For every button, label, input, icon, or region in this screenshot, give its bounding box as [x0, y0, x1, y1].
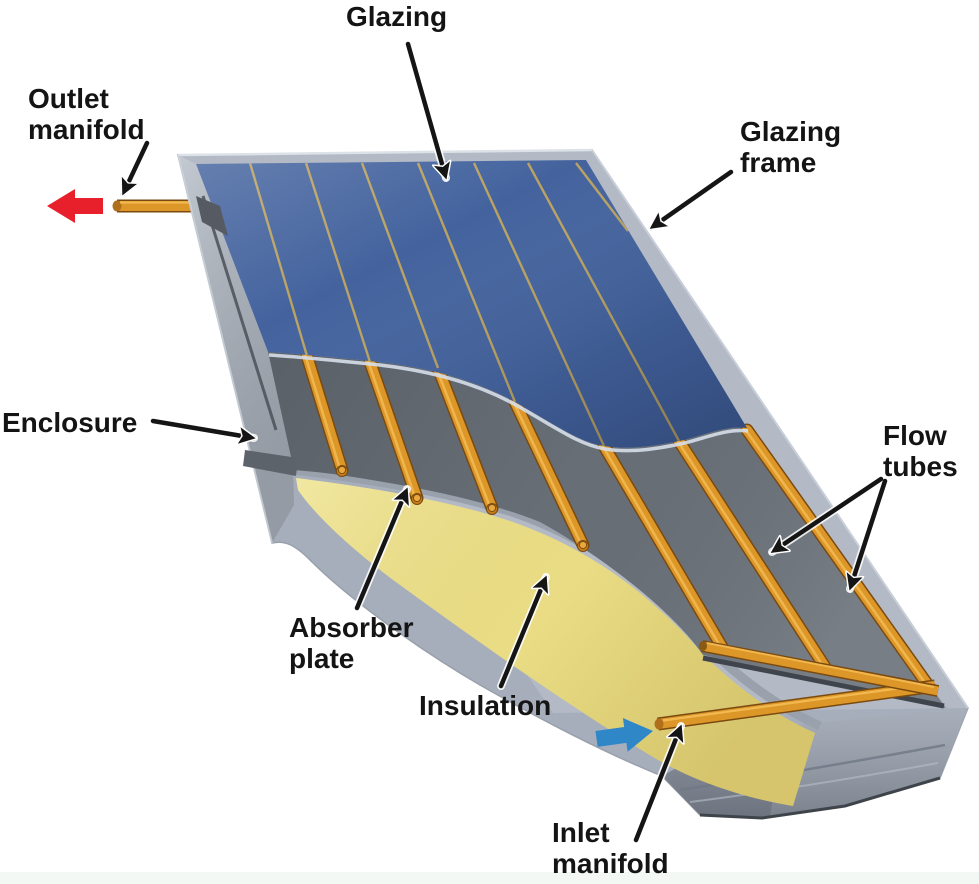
glass-edge-highlight: [268, 353, 749, 453]
label-outlet-manifold: Outlet manifold: [28, 83, 145, 145]
outlet-manifold-arrow: [123, 140, 150, 194]
flow-tubes-arrow-1: [772, 476, 884, 552]
absorber-plate-surface: [268, 352, 946, 709]
glazing-arrow: [405, 41, 446, 178]
bottom-manifold-pipe: [699, 640, 940, 697]
tube-end-caps: [336, 465, 589, 552]
label-absorber-plate: Absorber plate: [289, 612, 414, 674]
label-flow-tubes: Flow tubes: [883, 420, 958, 482]
outlet-flow-arrow-icon: [47, 189, 103, 223]
glazing-surface: [196, 160, 747, 448]
label-glazing: Glazing: [346, 1, 448, 32]
inlet-flow-arrow-icon: [595, 718, 653, 752]
inlet-manifold-pipe: [654, 679, 936, 731]
inlet-manifold-arrow: [633, 726, 681, 843]
label-glazing-frame: Glazing frame: [740, 116, 842, 178]
enclosure-arrow: [150, 418, 254, 438]
label-enclosure: Enclosure: [2, 407, 138, 438]
insulation-arrow: [498, 577, 546, 689]
outlet-manifold-pipe: [112, 199, 192, 213]
glazing-frame-arrow: [651, 169, 734, 228]
pointer-arrows: [119, 40, 889, 844]
absorber-plate-arrow: [354, 489, 407, 611]
flow-tubes: [300, 349, 937, 695]
label-insulation: Insulation: [419, 690, 552, 721]
flow-tubes-arrow-2: [850, 478, 888, 589]
enclosure-left-wall: [177, 154, 298, 544]
label-inlet-manifold: Inlet manifold: [552, 817, 669, 879]
frame-right-highlight: [591, 149, 969, 709]
bottom-edge-tint: [0, 872, 979, 884]
frame-top-highlight: [177, 148, 593, 157]
